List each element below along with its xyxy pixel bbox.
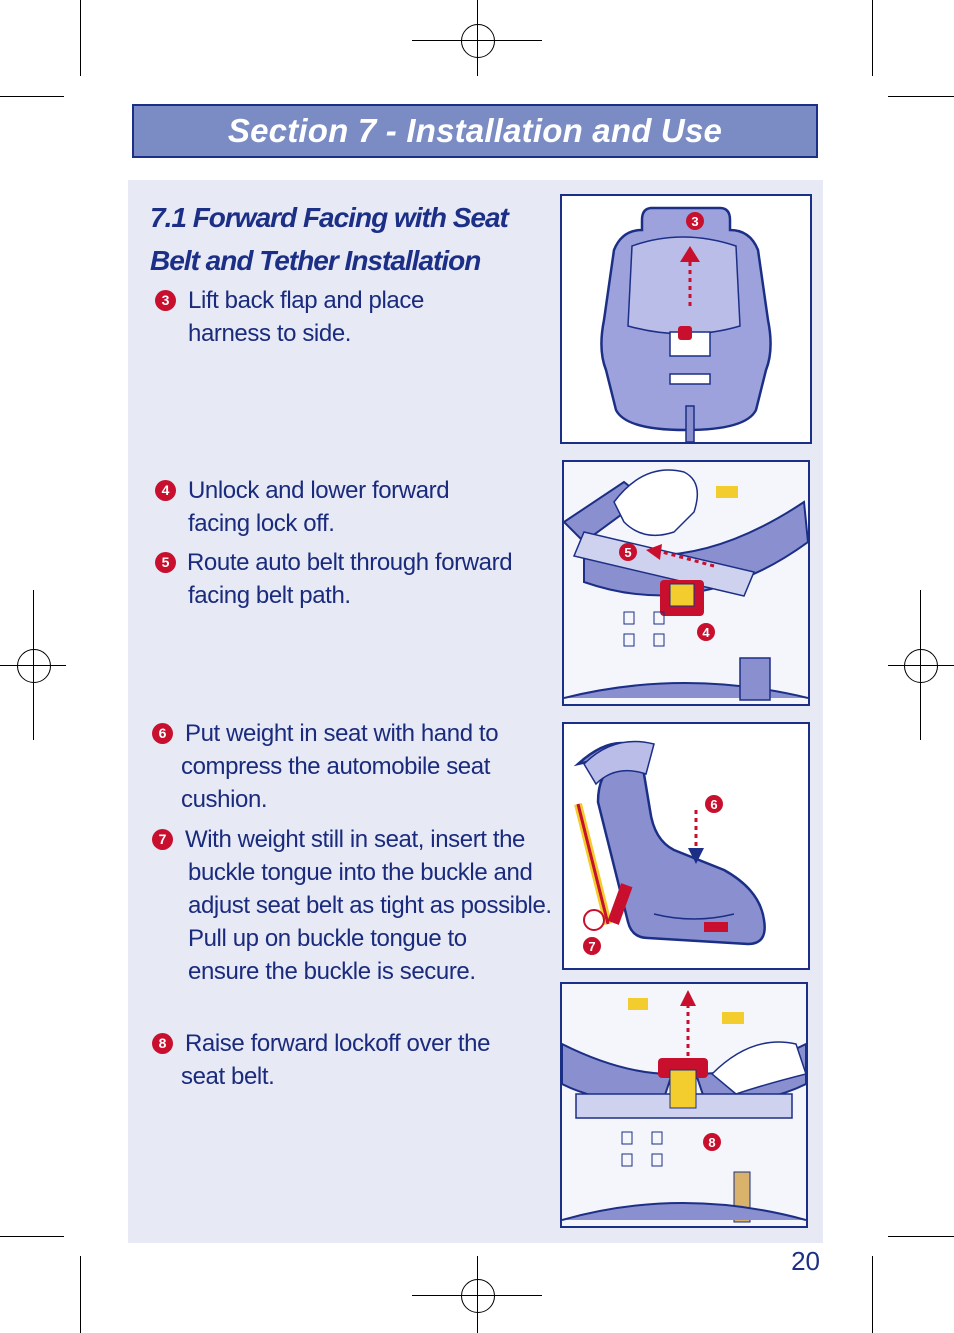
callout-number: 8 <box>708 1135 715 1150</box>
figure-seat-back-flap: 3 <box>560 194 812 444</box>
step-line: seat belt. <box>181 1063 275 1090</box>
step-line: Put weight in seat with hand to <box>185 720 499 747</box>
step-7: 7 With weight still in seat, insert the … <box>152 823 552 988</box>
callout-number: 4 <box>702 625 710 640</box>
step-6: 6 Put weight in seat with hand to compre… <box>152 717 499 816</box>
heading-line-2: Belt and Tether Installation <box>150 245 481 276</box>
step-number-badge: 5 <box>155 552 176 573</box>
heading-line-1: 7.1 Forward Facing with Seat <box>150 202 509 233</box>
step-number-badge: 8 <box>152 1033 173 1054</box>
lockoff-illustration: 8 <box>562 984 806 1226</box>
step-line: Pull up on buckle tongue to <box>188 925 467 952</box>
figure-seat-side-view: 6 7 <box>562 722 810 970</box>
step-number-badge: 7 <box>152 829 173 850</box>
step-line: buckle tongue into the buckle and <box>188 859 533 886</box>
seat-illustration: 3 <box>600 206 772 442</box>
step-line: With weight still in seat, insert the <box>185 826 526 853</box>
callout-6-icon <box>705 795 723 813</box>
step-line: ensure the buckle is secure. <box>188 958 476 985</box>
step-line: facing lock off. <box>188 510 335 537</box>
figure-belt-routing: 5 4 <box>562 460 810 706</box>
callout-8-icon <box>703 1133 721 1151</box>
step-4: 4 Unlock and lower forward facing lock o… <box>155 474 450 540</box>
step-line: facing belt path. <box>188 582 351 609</box>
step-number-badge: 3 <box>155 290 176 311</box>
callout-number: 3 <box>691 214 698 229</box>
step-line: Lift back flap and place <box>188 287 424 314</box>
side-view-illustration: 6 7 <box>573 740 766 955</box>
lock-icon <box>583 909 605 931</box>
callout-number: 5 <box>624 545 631 560</box>
step-5: 5 Route auto belt through forward facing… <box>155 546 513 612</box>
step-line: Raise forward lockoff over the <box>185 1030 491 1057</box>
step-line: adjust seat belt as tight as possible. <box>188 892 552 919</box>
figure-raise-lockoff: 8 <box>560 982 808 1228</box>
step-line: Route auto belt through forward <box>187 549 513 576</box>
callout-5-icon <box>619 543 637 561</box>
step-3: 3 Lift back flap and place harness to si… <box>155 284 424 350</box>
callout-4-icon <box>697 623 715 641</box>
belt-illustration: 5 4 <box>564 462 808 704</box>
step-line: compress the automobile seat <box>181 753 490 780</box>
step-line: Unlock and lower forward <box>188 477 450 504</box>
step-line: cushion. <box>181 786 268 813</box>
page-number: 20 <box>791 1246 820 1276</box>
callout-7-icon <box>583 937 601 955</box>
step-number-badge: 4 <box>155 480 176 501</box>
subsection-heading: 7.1 Forward Facing with Seat Belt and Te… <box>150 196 570 282</box>
section-banner: Section 7 - Installation and Use <box>132 104 818 158</box>
step-line: harness to side. <box>188 320 352 347</box>
callout-number: 7 <box>588 939 595 954</box>
step-number-badge: 6 <box>152 723 173 744</box>
callout-3-icon <box>686 212 704 230</box>
step-8: 8 Raise forward lockoff over the seat be… <box>152 1027 490 1093</box>
section-title: Section 7 - Installation and Use <box>227 112 723 149</box>
callout-number: 6 <box>710 797 717 812</box>
